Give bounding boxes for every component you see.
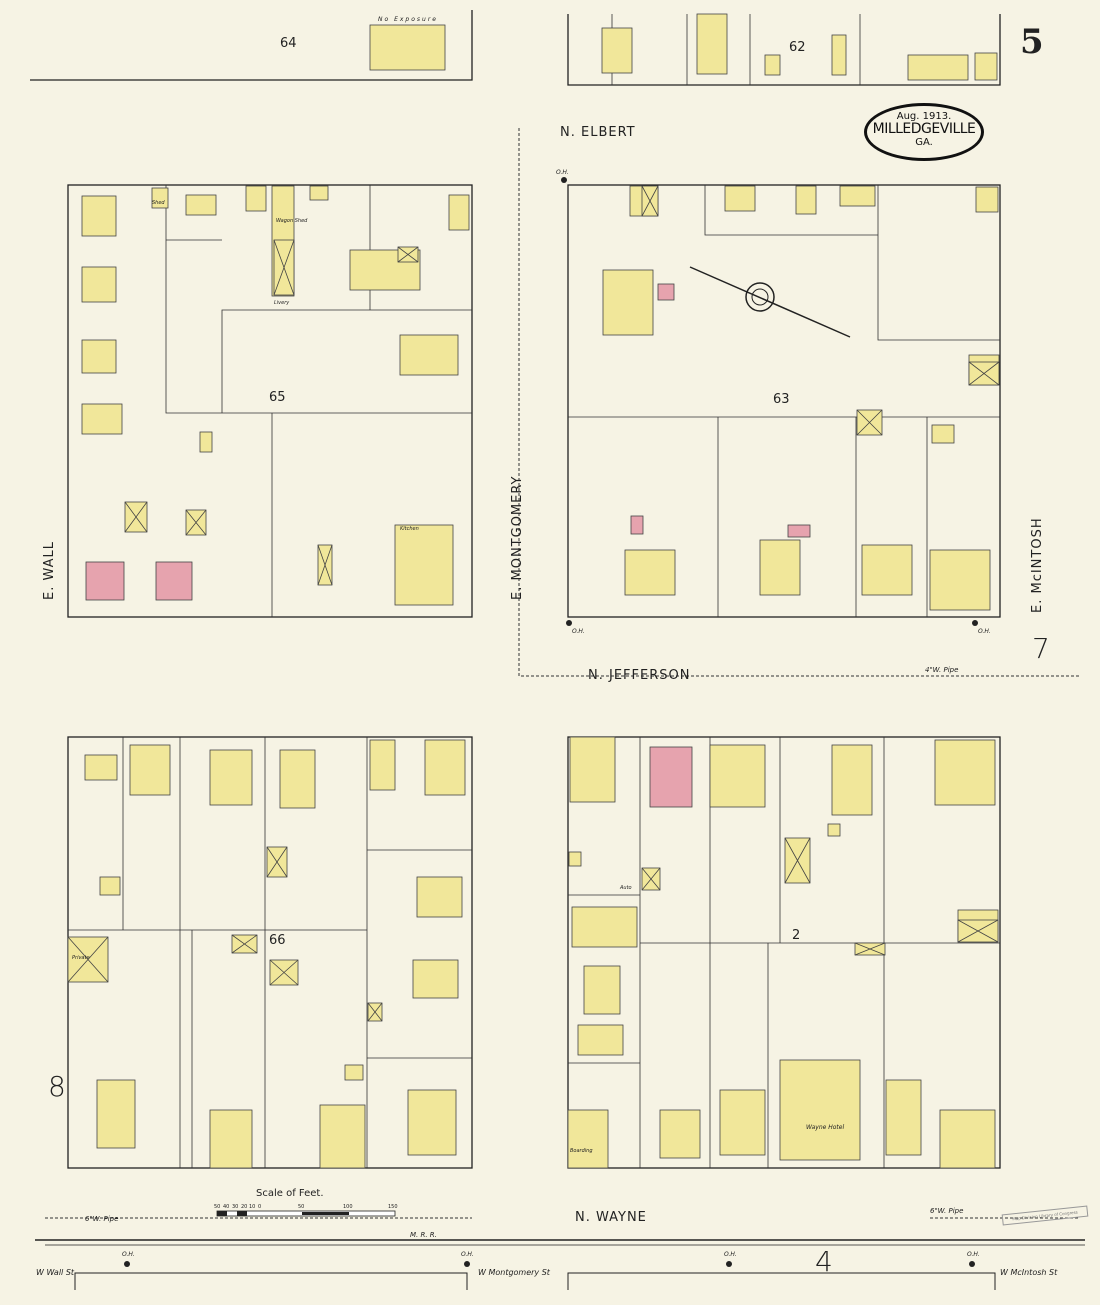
brick-buildings bbox=[85, 283, 811, 808]
building-label: Wagon Shed bbox=[276, 218, 308, 224]
scale-tick: 50 bbox=[298, 1204, 305, 1210]
street-label-montgomery: E. MONTGOMERY bbox=[510, 476, 525, 601]
street-name: MONTGOMERY bbox=[510, 475, 525, 581]
adjacent-sheet-east: 7 bbox=[1032, 632, 1050, 665]
water-pipes bbox=[45, 128, 1080, 1219]
street-prefix: E. bbox=[510, 585, 525, 600]
street-label-n-elbert: N. ELBERT bbox=[560, 125, 636, 140]
block-number: 64 bbox=[280, 36, 297, 51]
hydrant-label: O.H. bbox=[724, 1251, 737, 1258]
block-number: 2 bbox=[792, 928, 801, 943]
hydrant-label: O.H. bbox=[967, 1251, 980, 1258]
street-label-n-wayne: N. WAYNE bbox=[575, 1210, 647, 1225]
building-label: Shed bbox=[152, 200, 165, 206]
scale-tick: 40 bbox=[223, 1204, 230, 1210]
building-label: Auto bbox=[620, 885, 632, 891]
building-label: Livery bbox=[274, 300, 290, 306]
title-cartouche: Aug. 1913. MILLEDGEVILLE GA. bbox=[864, 103, 984, 161]
hydrant-label: O.H. bbox=[572, 628, 585, 635]
compass-rose bbox=[689, 266, 851, 338]
scale-tick: 100 bbox=[343, 1204, 353, 1210]
block-number: 65 bbox=[269, 390, 286, 405]
hydrant-label: O.H. bbox=[978, 628, 991, 635]
scale-tick: 10 bbox=[249, 1204, 256, 1210]
block-number: 63 bbox=[773, 392, 790, 407]
scale-bar bbox=[216, 1210, 396, 1217]
building-label: Kitchen bbox=[400, 526, 419, 532]
street-label-e-mcintosh: E. McINTOSH bbox=[1030, 517, 1045, 613]
building-label: Private bbox=[72, 955, 90, 961]
map-date: Aug. 1913. bbox=[896, 111, 952, 122]
hydrant-label: O.H. bbox=[461, 1251, 474, 1258]
street-label-e-wall: E. WALL bbox=[42, 541, 57, 600]
railroad bbox=[35, 1239, 1085, 1290]
block-number: 62 bbox=[789, 40, 806, 55]
street-label-w-montgomery: W Montgomery St bbox=[478, 1268, 550, 1277]
scale-tick: 20 bbox=[241, 1204, 248, 1210]
scale-tick: 50 bbox=[214, 1204, 221, 1210]
street-label-w-mcintosh: W McIntosh St bbox=[1000, 1268, 1058, 1277]
state-name: GA. bbox=[915, 137, 933, 148]
block-64-outline bbox=[30, 10, 473, 81]
scale-tick: 0 bbox=[258, 1204, 262, 1210]
hydrants bbox=[124, 177, 978, 1267]
hydrant-label: O.H. bbox=[122, 1251, 135, 1258]
building-label: Boarding bbox=[570, 1148, 593, 1154]
no-exposure-note: No Exposure bbox=[378, 16, 438, 23]
frame-buildings bbox=[81, 13, 1000, 1169]
city-name: MILLEDGEVILLE bbox=[872, 121, 976, 137]
adjacent-sheet-west: 8 bbox=[48, 1070, 66, 1103]
block-2-outline bbox=[567, 736, 1001, 1169]
block-outlines bbox=[30, 10, 1001, 1169]
scale-title: Scale of Feet. bbox=[256, 1188, 324, 1199]
block-63-outline bbox=[567, 184, 1001, 618]
water-pipe-label: 4"W. Pipe bbox=[925, 666, 959, 674]
adjacent-sheet-south: 4 bbox=[815, 1245, 833, 1278]
sheet-number: 5 bbox=[1020, 22, 1044, 62]
scale-tick: 30 bbox=[232, 1204, 239, 1210]
water-pipe-label: 6"W. Pipe bbox=[85, 1215, 119, 1223]
street-label-n-jefferson: N. JEFFERSON bbox=[588, 668, 691, 683]
railroad-label: M. R. R. bbox=[410, 1231, 437, 1239]
building-label: Wayne Hotel bbox=[806, 1124, 845, 1131]
street-label-w-wall: W Wall St bbox=[36, 1268, 75, 1277]
hydrant-label: O.H. bbox=[556, 169, 569, 176]
water-pipe-label: 6"W. Pipe bbox=[930, 1207, 964, 1215]
block-62-outline bbox=[567, 14, 1001, 86]
block-number: 66 bbox=[269, 933, 286, 948]
block-65-outline bbox=[67, 184, 473, 618]
outbuildings-x bbox=[67, 185, 1000, 1022]
scale-tick: 150 bbox=[388, 1204, 398, 1210]
